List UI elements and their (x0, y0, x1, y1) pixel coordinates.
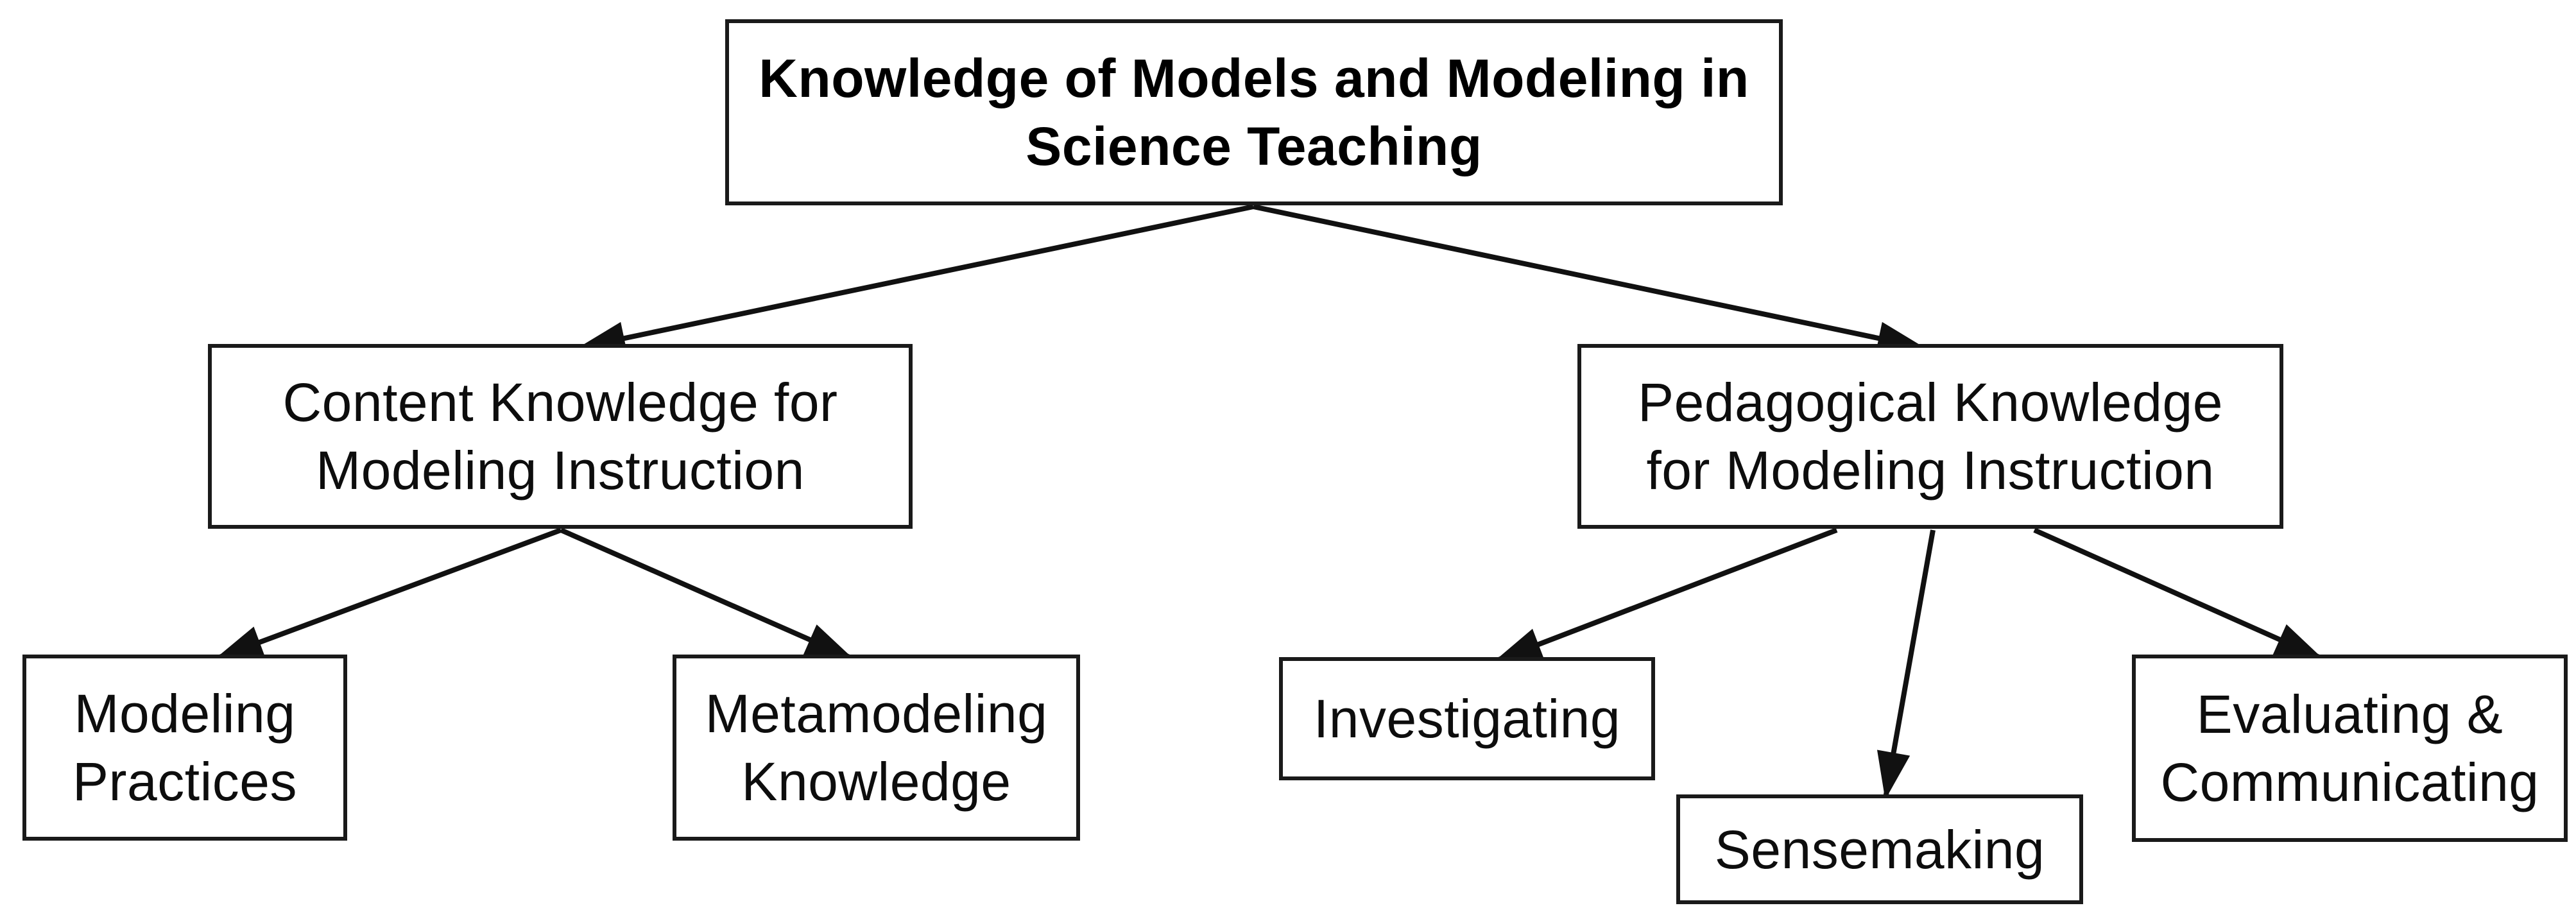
arrow-pedagogical-to-sensemaking (1876, 529, 1936, 800)
arrow-root-to-pedagogical (1253, 204, 1926, 355)
node-label: Content Knowledge for Modeling Instructi… (282, 372, 838, 501)
arrow-content-to-metamodeling (560, 527, 854, 661)
node-modeling-practices: Modeling Practices (22, 655, 347, 841)
node-metamodeling-knowledge: Metamodeling Knowledge (673, 655, 1080, 841)
node-investigating: Investigating (1279, 657, 1655, 780)
node-label: Modeling Practices (73, 683, 297, 812)
node-label: Investigating (1313, 689, 1621, 749)
node-knowledge-of-models-and-modeling: Knowledge of Models and Modeling in Scie… (725, 19, 1783, 205)
arrow-pedagogical-to-evaluating (2033, 527, 2324, 661)
node-label: Metamodeling Knowledge (705, 683, 1048, 812)
node-sensemaking: Sensemaking (1676, 794, 2083, 904)
node-label: Evaluating & Communicating (2160, 684, 2539, 812)
arrow-content-to-modeling_practices (214, 527, 562, 661)
node-content-knowledge: Content Knowledge for Modeling Instructi… (208, 344, 913, 529)
node-label: Sensemaking (1714, 819, 2045, 880)
arrow-root-to-content (577, 204, 1254, 355)
arrow-pedagogical-to-investigating (1493, 527, 1838, 664)
node-pedagogical-knowledge: Pedagogical Knowledge for Modeling Instr… (1577, 344, 2283, 529)
node-evaluating-communicating: Evaluating & Communicating (2132, 655, 2568, 842)
node-label: Knowledge of Models and Modeling in Scie… (759, 48, 1749, 176)
node-label: Pedagogical Knowledge for Modeling Instr… (1638, 372, 2223, 501)
